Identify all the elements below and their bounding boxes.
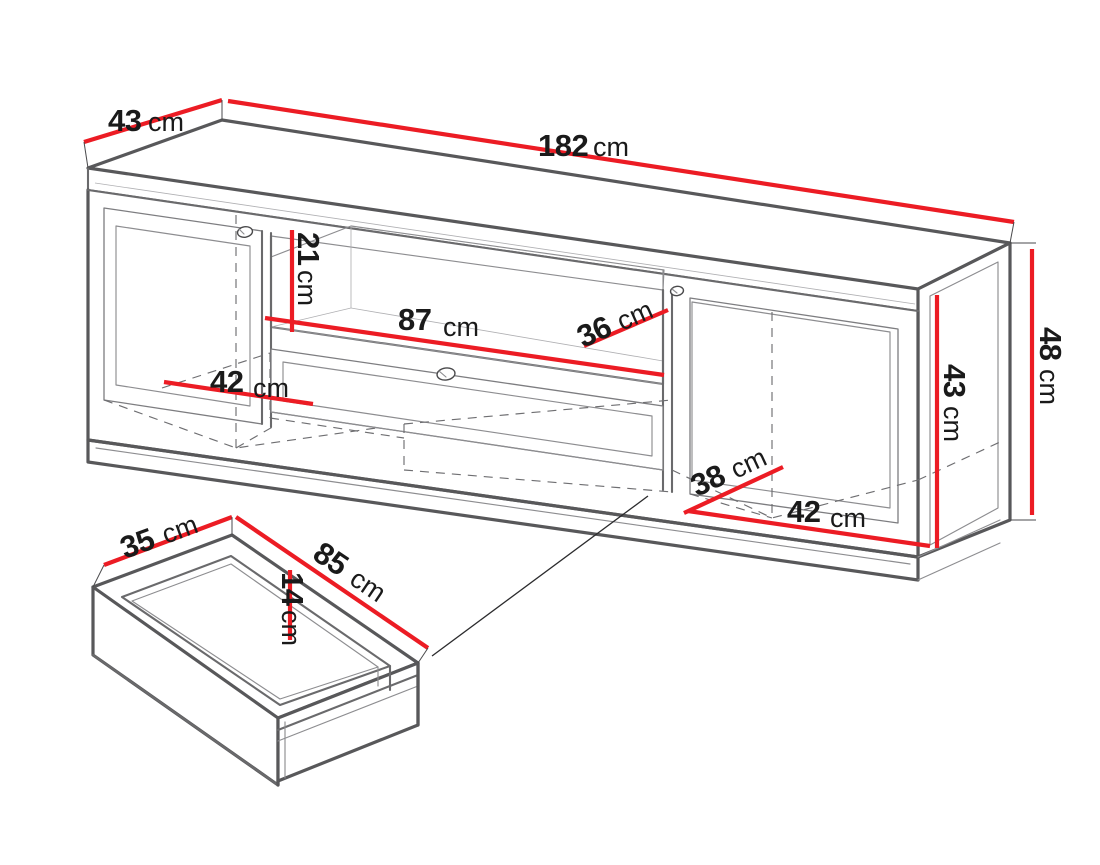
cabinet-assembly (86, 118, 1012, 582)
dimension-body-height-unit: cm (938, 406, 968, 442)
center-hidden-lines (403, 399, 673, 493)
dimension-shelf-height: 21 cm (289, 230, 326, 332)
dimension-width-total: 182 cm (227, 98, 1015, 244)
dimension-depth-top-value: 43 (108, 103, 142, 138)
dimension-right-door-width-unit: cm (830, 503, 866, 533)
right-door-knob-icon[interactable] (669, 285, 685, 297)
dimension-left-door-width: 42 cm (163, 364, 314, 407)
dimension-drawer-height: 14 cm (275, 570, 310, 646)
dimension-right-door-width: 42 cm (687, 494, 931, 549)
center-drawer-front[interactable] (270, 348, 664, 471)
dimension-width-total-unit: cm (593, 132, 629, 162)
left-door[interactable] (103, 207, 263, 425)
left-door-knob-icon[interactable] (236, 226, 254, 239)
dimension-body-height-value: 43 (937, 364, 972, 398)
right-door[interactable] (669, 285, 899, 524)
dimension-drawer-height-unit: cm (276, 610, 306, 646)
dimension-body-height: 43 cm (934, 295, 972, 548)
dimension-left-door-width-value: 42 (210, 364, 243, 399)
dimension-shelf-height-value: 21 (291, 232, 326, 266)
drawer-detail-assembly (91, 533, 420, 787)
right-internal-hidden-lines (671, 312, 1001, 519)
dimension-drawer-width-value: 85 (307, 535, 355, 583)
dimension-left-door-width-unit: cm (253, 373, 289, 403)
dimension-total-height-unit: cm (1034, 369, 1064, 405)
dimension-shelf-height-unit: cm (292, 270, 322, 306)
dimension-total-height-value: 48 (1033, 327, 1068, 361)
cabinet-plinth (86, 438, 1001, 582)
dimension-total-height: 48 cm (1010, 242, 1068, 521)
dimension-shelf-width-value: 87 (398, 302, 431, 337)
dimension-shelf-width: 87 cm (264, 302, 665, 378)
dimension-drawer-width-unit: cm (345, 563, 392, 608)
dimension-right-door-width-value: 42 (787, 494, 820, 529)
dimension-drawer-height-value: 14 (275, 572, 310, 607)
dimension-width-total-value: 182 (538, 128, 588, 163)
dimension-shelf-width-unit: cm (443, 312, 479, 342)
dimension-depth-top-unit: cm (148, 107, 184, 137)
center-drawer-knob-icon[interactable] (436, 367, 456, 381)
drawer-callout-leader (431, 495, 649, 657)
dimension-depth-top: 43 cm (83, 97, 223, 169)
cabinet-right-side (916, 241, 1012, 559)
